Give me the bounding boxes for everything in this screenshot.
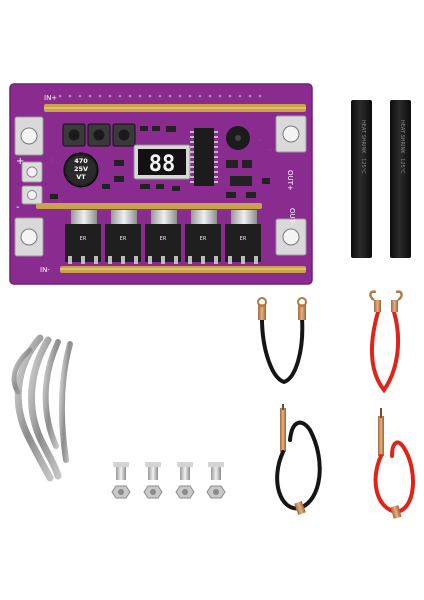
buzzer <box>226 126 250 150</box>
screw-nut <box>143 462 163 499</box>
mosfet: ER <box>225 210 261 264</box>
screw-nut <box>111 462 131 499</box>
output-terminal-plus <box>275 115 307 153</box>
capacitor: 470 25V VT <box>63 152 99 188</box>
capacitor-label-1: 470 <box>74 157 88 165</box>
svg-text:ER: ER <box>160 236 167 242</box>
svg-text:ER: ER <box>80 236 87 242</box>
svg-text:HEAT SHRINK · 125°C: HEAT SHRINK · 125°C <box>399 120 405 174</box>
input-terminal-minus <box>14 217 44 257</box>
middle-busbar <box>36 203 262 209</box>
heatshrink-tubes: HEAT SHRINK · 125°C HEAT SHRINK · 125°C <box>351 100 411 258</box>
label-out-plus: OUT+ <box>286 170 294 191</box>
black-cable-loop <box>257 297 307 385</box>
nickel-strips <box>11 334 73 482</box>
mosfet-row: ER ER ER ER <box>65 210 261 264</box>
capacitor-label-2: 25V <box>74 165 88 173</box>
spot-welder-pcb: 470 25V VT 88 <box>9 83 313 285</box>
input-terminal-plus <box>14 116 44 156</box>
smd-components <box>50 126 270 199</box>
display-digits: 88 <box>149 152 176 177</box>
microcontroller-chip <box>190 128 218 186</box>
screw-nut-sets <box>111 462 226 499</box>
label-out-minus: OUT- <box>288 208 296 225</box>
black-welding-pen <box>275 404 322 516</box>
label-in-plus: IN+ <box>44 94 57 102</box>
led-display: 88 <box>133 144 191 180</box>
red-welding-pen <box>373 408 415 519</box>
mosfet: ER <box>105 210 141 264</box>
screw-nut <box>206 462 226 499</box>
svg-text:ER: ER <box>120 236 127 242</box>
label-minus-sign: - <box>16 202 20 213</box>
push-buttons <box>62 123 136 147</box>
mosfet: ER <box>185 210 221 264</box>
mosfet: ER <box>65 210 101 264</box>
output-terminal-minus <box>275 218 307 256</box>
svg-text:ER: ER <box>200 236 207 242</box>
red-cable-loop <box>369 290 403 394</box>
label-in-minus: IN- <box>40 266 50 274</box>
capacitor-label-3: VT <box>76 173 86 181</box>
svg-text:HEAT SHRINK · 125°C: HEAT SHRINK · 125°C <box>360 120 366 174</box>
svg-text:ER: ER <box>240 236 247 242</box>
pad-terminals <box>21 161 43 205</box>
mosfet: ER <box>145 210 181 264</box>
screw-nut <box>175 462 195 499</box>
label-plus-sign: + <box>16 156 24 167</box>
